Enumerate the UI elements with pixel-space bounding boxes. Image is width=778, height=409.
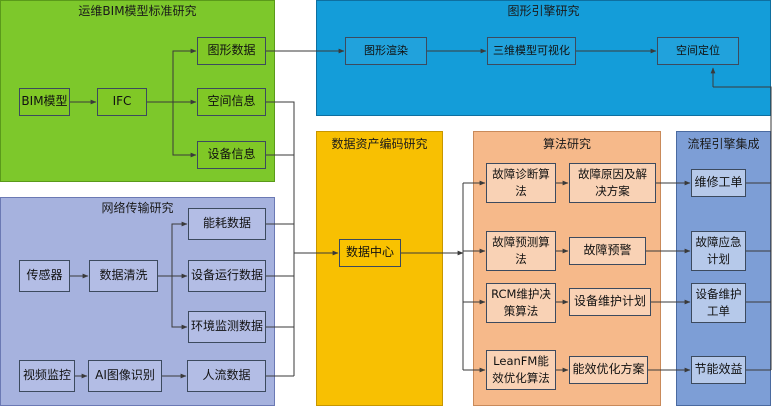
group-title-algorithm: 算法研究	[542, 137, 591, 151]
node-data-center: 数据中心	[339, 239, 401, 267]
node-people-flow: 人流数据	[187, 360, 266, 392]
node-video-monitor: 视频监控	[19, 360, 75, 392]
node-leanfm-algo: LeanFM能 效优化算法	[486, 350, 556, 390]
node-data-cleaning: 数据清洗	[89, 260, 158, 292]
group-title-process: 流程引擎集成	[687, 137, 760, 151]
node-ai-recognition: AI图像识别	[88, 360, 162, 392]
node-bim-model: BIM模型	[19, 88, 70, 116]
node-render: 图形渲染	[345, 37, 427, 65]
node-fault-emergency-plan: 故障应急 计划	[691, 231, 746, 271]
node-space-info: 空间信息	[197, 88, 266, 116]
node-energy-optimization-plan: 能效优化方案	[569, 356, 648, 384]
node-fault-warning: 故障预警	[569, 237, 646, 265]
group-title-network: 网络传输研究	[101, 201, 174, 215]
node-device-run-data: 设备运行数据	[188, 260, 266, 292]
node-fault-cause-solution: 故障原因及解 决方案	[569, 163, 656, 203]
node-energy-saving-benefit: 节能效益	[691, 356, 746, 384]
node-3d-visualize: 三维模型可视化	[487, 37, 576, 65]
node-maintenance-plan: 设备维护计划	[569, 288, 651, 316]
group-title-bim: 运维BIM模型标准研究	[78, 4, 197, 18]
group-data-asset-coding: 数据资产编码研究	[316, 131, 443, 406]
node-graphic-data: 图形数据	[197, 37, 266, 65]
node-maintenance-work-order: 设备维护 工单	[691, 283, 746, 323]
node-rcm-algo: RCM维护决 策算法	[486, 283, 556, 323]
node-spatial-locate: 空间定位	[657, 37, 739, 65]
node-fault-diagnosis-algo: 故障诊断算 法	[486, 163, 556, 203]
node-sensor: 传感器	[19, 260, 70, 292]
node-device-info: 设备信息	[197, 141, 266, 169]
group-title-graphics: 图形引擎研究	[507, 4, 580, 18]
node-energy-data: 能耗数据	[188, 208, 266, 240]
node-repair-work-order: 维修工单	[691, 169, 746, 197]
node-ifc: IFC	[97, 88, 147, 116]
node-env-monitor-data: 环境监测数据	[188, 311, 266, 343]
group-title-data-asset: 数据资产编码研究	[331, 137, 428, 151]
node-fault-prediction-algo: 故障预测算 法	[486, 231, 556, 271]
